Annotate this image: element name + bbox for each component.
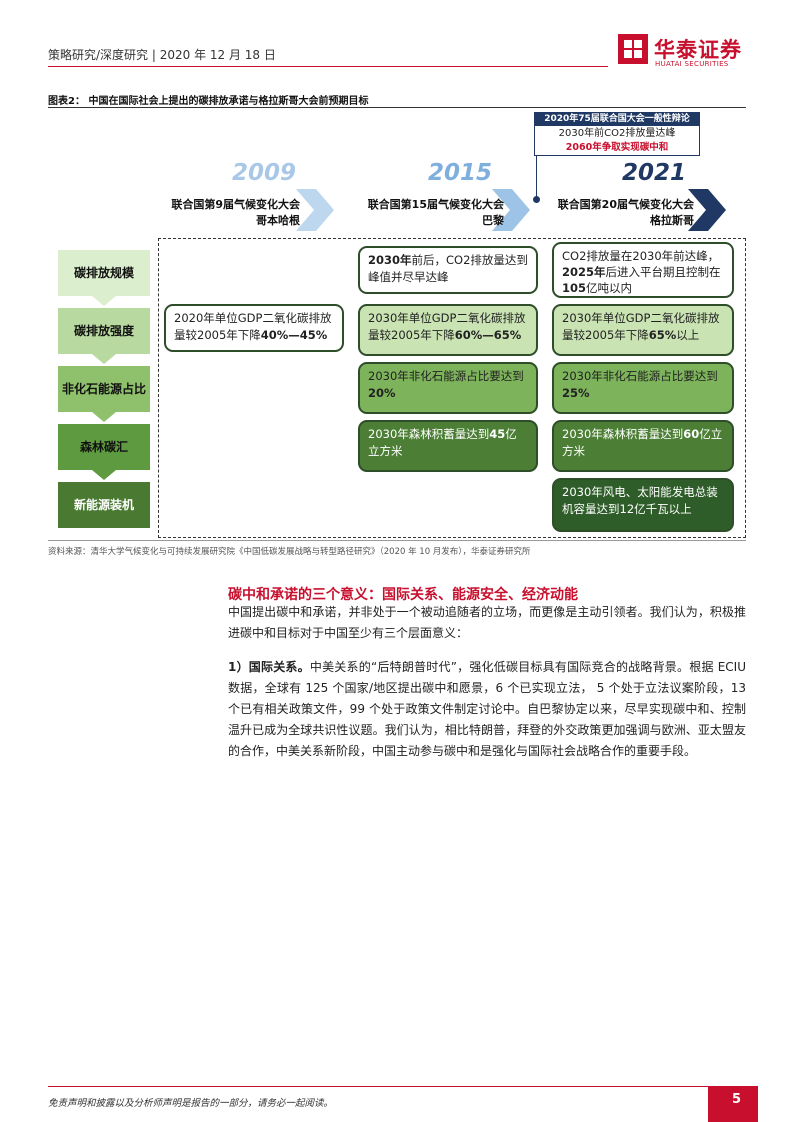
- event-2015-city: 巴黎: [482, 214, 504, 227]
- cell-text: 2020年单位GDP二氧化碳排放量较2005年下降: [174, 311, 332, 342]
- event-2021-city: 格拉斯哥: [650, 214, 694, 227]
- logo-en-text: HUATAI SECURITIES: [655, 60, 729, 68]
- chevron-2021-icon: [688, 189, 726, 231]
- row-label-text: 新能源装机: [73, 498, 134, 512]
- event-2015-label: 联合国第15届气候变化大会 巴黎: [334, 197, 504, 229]
- cell-2015-scale: 2030年前后，CO2排放量达到峰值并尽早达峰: [358, 246, 538, 294]
- cell-text: 2030年非化石能源占比要达到: [368, 369, 524, 383]
- cell-2021-nonfossil: 2030年非化石能源占比要达到 25%: [552, 362, 734, 414]
- page-number-box: [708, 1086, 758, 1122]
- event-2020-line2: 2060年争取实现碳中和: [565, 142, 669, 153]
- cell-bold: 105: [562, 281, 587, 295]
- event-2021-name: 联合国第20届气候变化大会: [557, 198, 694, 211]
- point1-label: 1）国际关系。: [228, 660, 310, 674]
- event-2009-label: 联合国第9届气候变化大会 哥本哈根: [140, 197, 300, 229]
- cell-text: 亿立方米: [562, 427, 723, 458]
- page-number: 5: [732, 1092, 742, 1107]
- cell-text: 2030年森林积蓄量达到: [562, 427, 684, 441]
- event-2020-box: 2020年75届联合国大会一般性辩论 2030年前CO2排放量达峰 2060年争…: [534, 112, 700, 156]
- huatai-logo: 华泰证券 HUATAI SECURITIES: [618, 34, 748, 68]
- event-2020-title: 2020年75届联合国大会一般性辩论: [535, 113, 699, 126]
- footer-rule: [48, 1086, 708, 1087]
- cell-2009-intensity: 2020年单位GDP二氧化碳排放量较2005年下降40%—45%: [164, 304, 344, 352]
- section-intro: 中国提出碳中和承诺，并非处于一个被动追随者的立场，而更像是主动引领者。我们认为，…: [228, 605, 746, 640]
- cell-2015-intensity: 2030年单位GDP二氧化碳排放量较2005年下降60%—65%: [358, 304, 538, 356]
- cell-bold: 45: [489, 427, 506, 441]
- header-breadcrumb: 策略研究/深度研究 | 2020 年 12 月 18 日: [48, 48, 276, 62]
- year-2021: 2021: [622, 160, 687, 186]
- cell-bold: 20%: [368, 386, 396, 400]
- event-2015-name: 联合国第15届气候变化大会: [367, 198, 504, 211]
- cell-text: 2030年单位GDP二氧化碳排放量较2005年下降: [562, 311, 720, 342]
- row-label-text: 非化石能源占比: [61, 382, 146, 396]
- header-rule: [48, 66, 608, 67]
- cell-text: 前后，CO2排放量达到峰值并尽早达峰: [368, 253, 528, 284]
- section-title: 碳中和承诺的三个意义：国际关系、能源安全、经济动能: [228, 587, 578, 603]
- chevron-2009-icon: [296, 189, 334, 231]
- cell-text: 亿立方米: [368, 427, 517, 458]
- row-tab-shape: [58, 424, 150, 480]
- row-label-text: 碳排放规模: [73, 266, 134, 280]
- logo-cn-text: 华泰证券: [654, 38, 742, 62]
- cell-2021-newenergy: 2030年风电、太阳能发电总装机容量达到12亿千瓦以上: [552, 478, 734, 532]
- huatai-logo-icon: [618, 34, 648, 64]
- cell-bold: 2030年: [368, 253, 412, 267]
- source-rule: [48, 540, 746, 541]
- figure-source: 资料来源：清华大学气候变化与可持续发展研究院《中国低碳发展战略与转型路径研究》（…: [48, 547, 531, 557]
- row-tab-shape: [58, 366, 150, 422]
- timeline-pin-line: [536, 156, 537, 198]
- footer-disclaimer: 免责声明和披露以及分析师声明是报告的一部分，请务必一起阅读。: [48, 1098, 334, 1109]
- row-label-text: 森林碳汇: [79, 440, 128, 454]
- row-label-forest: 森林碳汇: [58, 424, 154, 480]
- year-2009: 2009: [232, 160, 297, 186]
- cell-text: 2030年单位GDP二氧化碳排放量较2005年下降: [368, 311, 526, 342]
- event-2020-line1: 2030年前CO2排放量达峰: [558, 128, 676, 139]
- cell-2015-forest: 2030年森林积蓄量达到45亿立方米: [358, 420, 538, 472]
- cell-bold: 65%: [648, 328, 677, 342]
- targets-frame: [158, 238, 746, 538]
- cell-text: 2030年非化石能源占比要达到: [562, 369, 718, 383]
- cell-bold: 40%—45%: [260, 328, 328, 342]
- row-label-scale: 碳排放规模: [58, 250, 154, 306]
- figure-rule: [48, 107, 746, 108]
- row-label-text: 碳排放强度: [73, 324, 134, 338]
- cell-bold: 60: [683, 427, 700, 441]
- cell-2021-forest: 2030年森林积蓄量达到60亿立方米: [552, 420, 734, 472]
- row-tab-shape: [58, 308, 150, 364]
- cell-text: CO2排放量在2030年前达峰，: [562, 249, 720, 263]
- cell-bold: 60%—65%: [454, 328, 522, 342]
- event-2009-name: 联合国第9届气候变化大会: [171, 198, 300, 211]
- row-label-intensity: 碳排放强度: [58, 308, 154, 364]
- figure-title: 图表2： 中国在国际社会上提出的碳排放承诺与格拉斯哥大会前预期目标: [48, 96, 369, 107]
- cell-2021-scale: CO2排放量在2030年前达峰， 2025年后进入平台期且控制在 105亿吨以内: [552, 242, 734, 298]
- cell-2015-nonfossil: 2030年非化石能源占比要达到 20%: [358, 362, 538, 414]
- point1-text: 中美关系的“后特朗普时代”，强化低碳目标具有国际竞合的战略背景。根据 ECIU …: [228, 660, 746, 758]
- year-2015: 2015: [428, 160, 493, 186]
- cell-text: 亿吨以内: [586, 281, 633, 295]
- cell-2021-intensity: 2030年单位GDP二氧化碳排放量较2005年下降65%以上: [552, 304, 734, 356]
- cell-text: 2030年风电、太阳能发电总装机容量达到12亿千瓦以上: [562, 485, 718, 516]
- timeline-pin-dot: [533, 196, 540, 203]
- cell-text: 以上: [676, 328, 700, 342]
- cell-text: 2030年森林积蓄量达到: [368, 427, 490, 441]
- cell-text: 后进入平台期且控制在: [605, 265, 721, 279]
- row-label-nonfossil: 非化石能源占比: [58, 366, 154, 422]
- row-label-newenergy: 新能源装机: [58, 482, 154, 528]
- cell-bold: 2025年: [562, 265, 606, 279]
- section-point1: 1）国际关系。中美关系的“后特朗普时代”，强化低碳目标具有国际竞合的战略背景。根…: [228, 657, 746, 762]
- event-2021-label: 联合国第20届气候变化大会 格拉斯哥: [528, 197, 694, 229]
- chevron-2015-icon: [492, 189, 530, 231]
- row-tab-shape: [58, 250, 150, 306]
- event-2009-city: 哥本哈根: [256, 214, 300, 227]
- row-tab-shape: [58, 482, 150, 528]
- cell-bold: 25%: [562, 386, 590, 400]
